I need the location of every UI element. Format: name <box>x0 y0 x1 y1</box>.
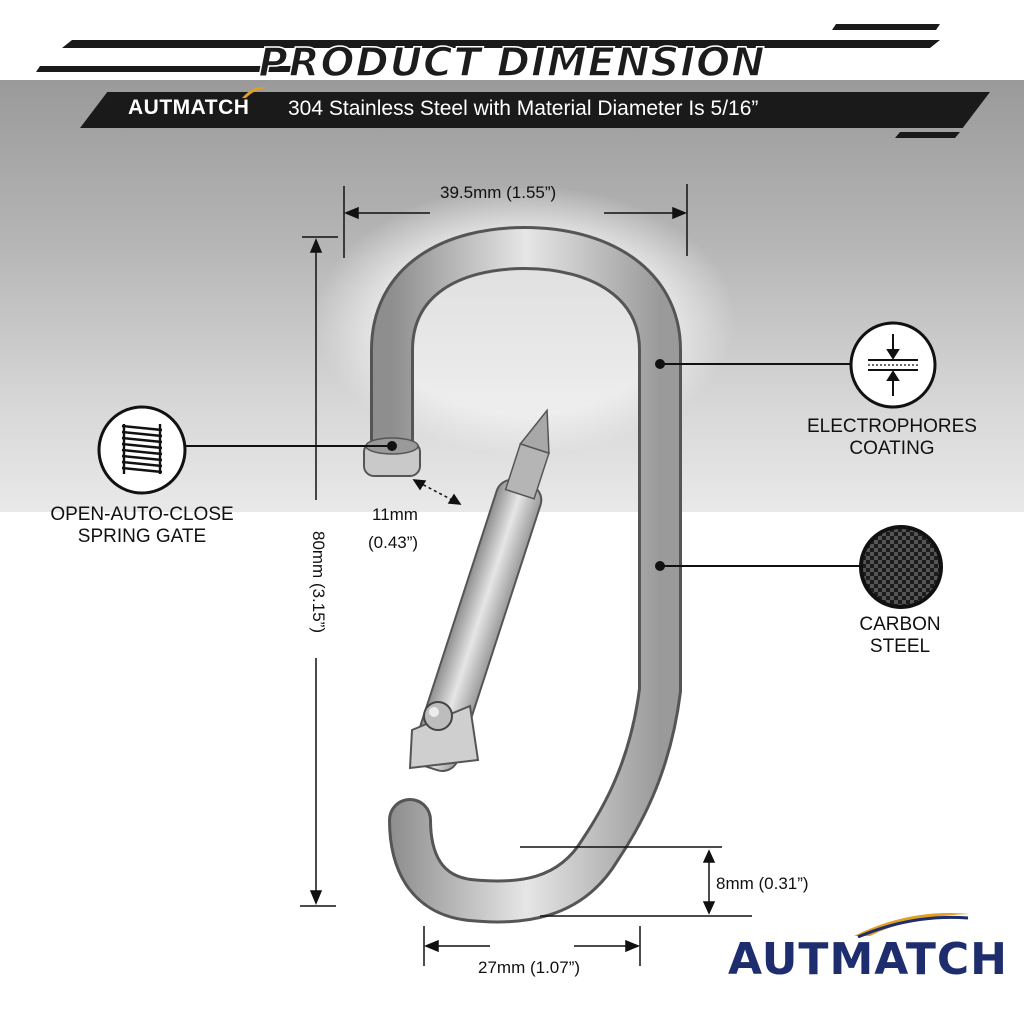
brand-logo: AUTMATCH <box>728 934 1008 985</box>
steel-line1: CARBON <box>859 614 941 635</box>
width-top-label: 39.5mm (1.55”) <box>440 183 557 202</box>
coating-layer-icon <box>849 321 937 409</box>
spring-gate-line2: SPRING GATE <box>77 526 207 547</box>
coating-title: ELECTROPHORES COATING <box>784 416 1000 460</box>
page-title: PRODUCT DIMENSION <box>258 39 766 87</box>
spring-icon <box>97 405 187 495</box>
spring-gate-title: OPEN-AUTO-CLOSE SPRING GATE <box>22 504 262 548</box>
brand-swoosh-small-icon <box>242 87 268 98</box>
gate-opening-in-label: (0.43”) <box>368 533 419 552</box>
brand-logo-small: AUTMATCH <box>128 96 250 119</box>
carbon-fiber-icon <box>859 525 943 609</box>
gate-opening-mm-label: 11mm <box>372 505 418 524</box>
coating-line2: COATING <box>849 438 935 459</box>
coating-line1: ELECTROPHORES <box>807 416 977 437</box>
steel-line2: STEEL <box>869 636 931 657</box>
material-subtitle: 304 Stainless Steel with Material Diamet… <box>288 97 759 120</box>
steel-title: CARBON STEEL <box>830 614 970 658</box>
width-bottom-label: 27mm (1.07”) <box>478 958 581 977</box>
wire-diameter-label: 8mm (0.31”) <box>716 874 809 893</box>
brand-swoosh-icon <box>854 912 970 938</box>
subtitle-band <box>80 92 990 128</box>
spring-gate-line1: OPEN-AUTO-CLOSE <box>50 504 234 525</box>
